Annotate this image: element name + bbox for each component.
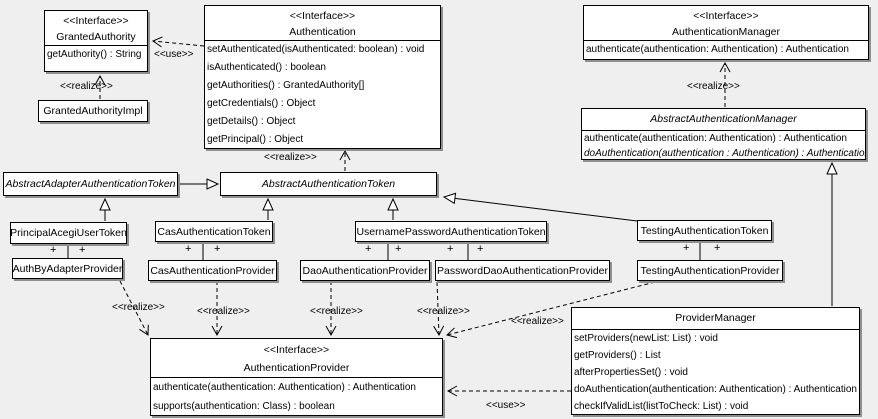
class-box-password-dao-authentication-provider[interactable]: PasswordDaoAuthenticationProvider	[435, 260, 610, 281]
stereotype-text: <<Interface>>	[263, 344, 330, 356]
method-text: doAuthentication(authentication: Authent…	[574, 384, 857, 395]
class-box-provider-manager[interactable]: ProviderManager setProviders(newList: Li…	[571, 307, 860, 415]
class-box-dao-authentication-provider[interactable]: DaoAuthenticationProvider	[300, 260, 430, 281]
class-header: AbstractAuthenticationManager	[582, 109, 865, 131]
class-box-testing-authentication-token[interactable]: TestingAuthenticationToken	[637, 220, 772, 241]
class-header: ProviderManager	[572, 308, 859, 330]
class-name: AuthByAdapterProvider	[12, 262, 123, 275]
method-text: checkIfValidList(listToCheck: List) : vo…	[574, 401, 749, 412]
class-header: <<Interface>> AuthenticationManager	[584, 6, 868, 41]
class-box-granted-authority[interactable]: <<Interface>> GrantedAuthority getAuthor…	[44, 10, 148, 72]
association-end-plus: +	[214, 243, 221, 255]
class-name: AbstractAdapterAuthenticationToken	[5, 178, 176, 190]
class-name: AbstractAuthenticationManager	[650, 113, 797, 125]
association-end-plus: +	[79, 244, 86, 256]
class-box-abstract-authentication-token[interactable]: AbstractAuthenticationToken	[220, 172, 437, 196]
class-box-authentication-provider[interactable]: <<Interface>> AuthenticationProvider aut…	[150, 338, 443, 416]
class-name: PrincipalAcegiUserToken	[10, 227, 127, 239]
realize-stereotype-label: <<realize>>	[197, 306, 250, 317]
realize-stereotype-label: <<realize>>	[687, 81, 740, 92]
class-header: <<Interface>> AuthenticationProvider	[151, 339, 442, 378]
stereotype-text: <<Interface>>	[289, 10, 356, 22]
use-stereotype-label: <<use>>	[486, 400, 526, 411]
class-name: TestingAuthenticationProvider	[640, 264, 780, 277]
class-name: AuthenticationProvider	[243, 362, 350, 374]
association-end-plus: +	[714, 242, 721, 254]
method-text: authenticate(authentication: Authenticat…	[584, 133, 847, 144]
method-text: getAuthority() : String	[47, 49, 142, 60]
association-end-plus: +	[185, 243, 192, 255]
class-name: DaoAuthenticationProvider	[302, 264, 428, 277]
realize-stereotype-label: <<realize>>	[511, 316, 564, 327]
method-text: isAuthenticated() : boolean	[207, 62, 326, 73]
association-end-plus: +	[365, 243, 372, 255]
association-end-plus: +	[50, 244, 57, 256]
association-end-plus: +	[477, 243, 484, 255]
class-box-granted-authority-impl[interactable]: GrantedAuthorityImpl	[38, 100, 148, 122]
realize-stereotype-label: <<realize>>	[310, 306, 363, 317]
class-name: AbstractAuthenticationToken	[261, 178, 396, 190]
class-box-abstract-adapter-authentication-token[interactable]: AbstractAdapterAuthenticationToken	[3, 172, 178, 196]
class-header: <<Interface>> Authentication	[205, 6, 440, 41]
class-name: CasAuthenticationProvider	[150, 264, 275, 277]
method-text: authenticate(authentication: Authenticat…	[153, 382, 416, 393]
use-line-authentication-grantedauthority	[151, 36, 205, 48]
class-name: CasAuthenticationToken	[157, 225, 271, 238]
method-text: setProviders(newList: List) : void	[574, 333, 718, 344]
class-box-cas-authentication-token[interactable]: CasAuthenticationToken	[155, 221, 273, 242]
class-box-abstract-authentication-manager[interactable]: AbstractAuthenticationManager authentica…	[581, 108, 866, 160]
class-name: ProviderManager	[675, 312, 756, 324]
class-box-auth-by-adapter-provider[interactable]: AuthByAdapterProvider	[12, 258, 123, 279]
realize-stereotype-label: <<realize>>	[417, 306, 470, 317]
method-text: getCredentials() : Object	[207, 98, 316, 109]
method-text: getAuthorities() : GrantedAuthority[]	[207, 80, 365, 91]
method-text: doAuthentication(authentication : Authen…	[584, 148, 865, 159]
class-name: Authentication	[289, 26, 356, 38]
method-text: getProviders() : List	[574, 350, 661, 361]
class-name: GrantedAuthorityImpl	[43, 105, 143, 117]
method-text: setAuthenticated(isAuthenticated: boolea…	[207, 44, 425, 55]
stereotype-text: <<Interface>>	[63, 15, 129, 27]
method-text: afterPropertiesSet() : void	[574, 367, 688, 378]
stereotype-text: <<Interface>>	[693, 10, 759, 22]
method-text: getPrincipal() : Object	[207, 134, 304, 145]
realize-stereotype-label: <<realize>>	[112, 302, 165, 313]
class-box-cas-authentication-provider[interactable]: CasAuthenticationProvider	[148, 260, 277, 281]
class-name: AuthenticationManager	[672, 26, 780, 38]
method-text: authenticate(authentication: Authenticat…	[586, 44, 849, 55]
realize-stereotype-label: <<realize>>	[264, 152, 317, 163]
use-stereotype-label: <<use>>	[154, 49, 194, 60]
class-name: GrantedAuthority	[56, 31, 136, 43]
class-box-username-password-authentication-token[interactable]: UsernamePasswordAuthenticationToken	[355, 221, 547, 242]
class-name: TestingAuthenticationToken	[640, 224, 769, 237]
class-box-authentication-manager[interactable]: <<Interface>> AuthenticationManager auth…	[583, 5, 869, 60]
class-name: PasswordDaoAuthenticationProvider	[436, 264, 608, 277]
realize-stereotype-label: <<realize>>	[60, 81, 113, 92]
association-end-plus: +	[683, 242, 690, 254]
class-box-testing-authentication-provider[interactable]: TestingAuthenticationProvider	[637, 260, 783, 281]
association-end-plus: +	[447, 243, 454, 255]
class-box-principal-acegi-user-token[interactable]: PrincipalAcegiUserToken	[10, 222, 127, 244]
association-end-plus: +	[395, 243, 402, 255]
class-box-authentication[interactable]: <<Interface>> Authentication setAuthenti…	[204, 5, 441, 149]
class-header: <<Interface>> GrantedAuthority	[45, 11, 147, 46]
method-text: supports(authentication: Class) : boolea…	[153, 401, 335, 412]
method-text: getDetails() : Object	[207, 116, 296, 127]
class-name: UsernamePasswordAuthenticationToken	[356, 225, 546, 238]
generalization-line-testingauthenticationtoken	[444, 197, 638, 222]
